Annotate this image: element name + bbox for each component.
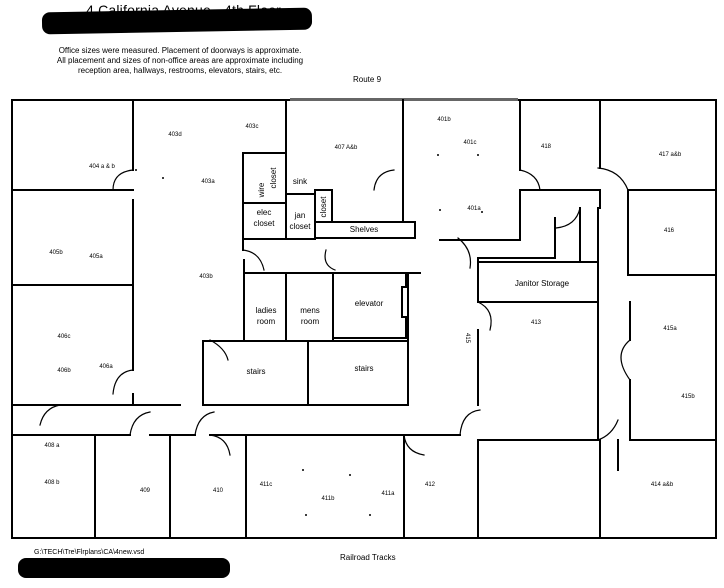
room-label-415: 415	[464, 333, 470, 344]
road-label-north: Route 9	[353, 75, 382, 84]
label-elec-closet: closet	[254, 219, 276, 228]
room-label-403d: 403d	[168, 132, 181, 138]
room-label-403b: 403b	[199, 274, 213, 280]
room-label-409: 409	[140, 488, 151, 494]
room-label-416: 416	[664, 228, 675, 234]
label-wire-closet: closet	[269, 167, 278, 189]
label-ladies-room: room	[257, 317, 276, 326]
label-ladies: ladies	[256, 306, 277, 315]
room-label-410: 410	[213, 488, 224, 494]
room-label-413: 413	[531, 320, 542, 326]
room-label-408b: 408 b	[44, 480, 60, 486]
redaction-mark-footer	[18, 558, 230, 578]
room-label-403a: 403a	[201, 179, 215, 185]
room-label-405b: 405b	[49, 250, 63, 256]
label-stairs-left: stairs	[246, 367, 265, 376]
label-elevator: elevator	[355, 299, 384, 308]
room-label-415a: 415a	[663, 326, 677, 332]
note-line-1: Office sizes were measured. Placement of…	[58, 46, 302, 55]
room-label-404ab: 404 a & b	[89, 164, 115, 170]
walls-service-core	[242, 99, 416, 251]
room-label-401c: 401c	[463, 140, 476, 146]
walls-south-offices	[11, 404, 619, 539]
room-label-401b: 401b	[437, 117, 451, 123]
room-label-406b: 406b	[57, 368, 71, 374]
room-label-418: 418	[541, 144, 552, 150]
room-label-411c: 411c	[260, 482, 273, 488]
room-label-406a: 406a	[99, 364, 113, 370]
road-label-south: Railroad Tracks	[340, 553, 396, 562]
label-mens-room: room	[301, 317, 320, 326]
room-label-408a: 408 a	[44, 443, 60, 449]
page-title: 4 California Avenue - 4th Floor	[86, 2, 282, 18]
room-label-415b: 415b	[681, 394, 695, 400]
room-label-414ab: 414 a&b	[651, 482, 674, 488]
label-closet: closet	[319, 196, 328, 218]
walls-north-offices	[402, 99, 717, 276]
label-janitor-storage: Janitor Storage	[515, 279, 570, 288]
furniture-dots	[135, 154, 483, 516]
room-label-407ab: 407 A&b	[335, 145, 358, 151]
label-mens: mens	[300, 306, 320, 315]
note-line-2: All placement and sizes of non-office ar…	[56, 56, 304, 65]
room-label-403c: 403c	[245, 124, 258, 130]
room-label-411a: 411a	[382, 491, 396, 497]
label-jan: jan	[294, 211, 306, 220]
note-line-3: reception area, hallways, restrooms, ele…	[77, 66, 283, 75]
room-label-406c: 406c	[57, 334, 70, 340]
walls-east-offices	[477, 207, 717, 441]
building-outline	[11, 99, 717, 539]
label-sink: sink	[293, 177, 308, 186]
room-label-401a: 401a	[467, 206, 481, 212]
label-wire: wire	[257, 182, 266, 198]
file-path: G:\TECH\Tre\Flrplans\CA\4new.vsd	[34, 549, 145, 556]
label-shelves: Shelves	[350, 225, 378, 234]
walls-central-block	[202, 259, 421, 406]
room-label-412: 412	[425, 482, 436, 488]
room-label-417ab: 417 a&b	[659, 152, 682, 158]
door-swings	[39, 167, 631, 456]
room-label-405a: 405a	[89, 254, 103, 260]
label-jan-closet: closet	[290, 222, 312, 231]
room-label-411b: 411b	[322, 496, 336, 502]
label-stairs-right: stairs	[354, 364, 373, 373]
walls-left-offices	[11, 99, 134, 406]
label-elec: elec	[257, 208, 272, 217]
